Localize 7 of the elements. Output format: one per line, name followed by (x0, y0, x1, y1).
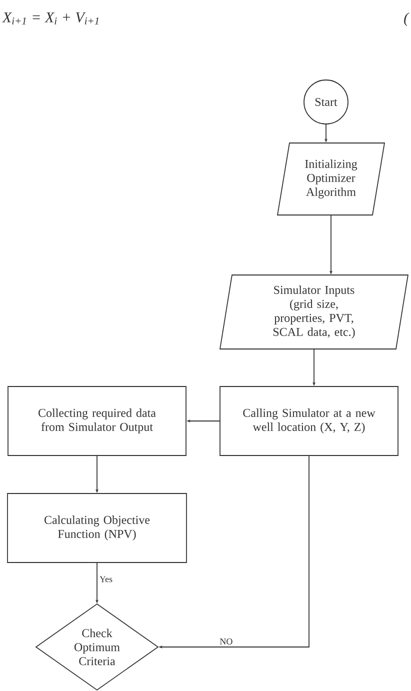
edge-label: Yes (98, 575, 114, 584)
equation-number: ( (404, 12, 410, 26)
process-box: Calling Simulator at a new well location (X, Y, Z) (220, 386, 398, 456)
edge-label: NO (218, 638, 234, 646)
process-box: Collecting required data from Simulator Output (8, 386, 186, 456)
process-box: Calculating Objective Function (NPV) (7, 493, 187, 563)
equation-text: X$_{i+1}$ = X$_{i}$ + V$_{i+1}$ (2, 12, 98, 24)
